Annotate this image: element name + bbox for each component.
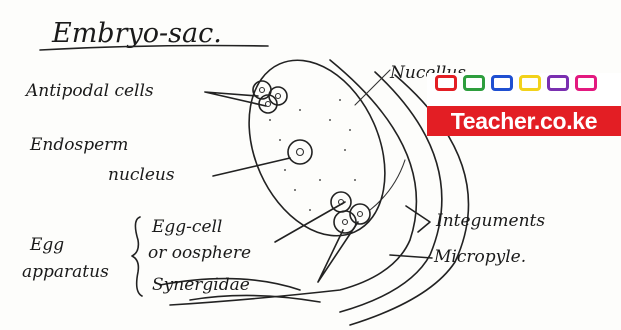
endosperm-nucleus bbox=[288, 140, 312, 164]
label-egg-cell-line2: or oosphere bbox=[148, 243, 251, 263]
label-micropyle: Micropyle. bbox=[433, 247, 526, 267]
logo-square bbox=[463, 75, 485, 91]
logo-square bbox=[435, 75, 457, 91]
antipodal-leader bbox=[205, 92, 266, 106]
logo-square bbox=[491, 75, 513, 91]
logo-square bbox=[575, 75, 597, 91]
logo-square bbox=[519, 75, 541, 91]
integuments-leader bbox=[406, 206, 430, 232]
embryo-sac-wall bbox=[223, 39, 411, 258]
cytoplasm-dots bbox=[269, 99, 356, 211]
label-antipodal-cells: Antipodal cells bbox=[24, 81, 154, 101]
teacher-co-ke-logo: Teacher.co.ke bbox=[427, 73, 621, 136]
endosperm-leader bbox=[213, 158, 290, 176]
nucellus-boundary bbox=[170, 60, 416, 305]
micropyle-leader bbox=[390, 255, 432, 258]
label-endosperm-line2: nucleus bbox=[108, 165, 175, 185]
label-egg-apparatus-line2: apparatus bbox=[22, 262, 109, 282]
label-egg-apparatus-line1: Egg bbox=[29, 235, 64, 255]
egg-apparatus-brace bbox=[132, 217, 142, 296]
label-egg-cell-line1: Egg-cell bbox=[151, 217, 222, 237]
label-integuments: Integuments bbox=[435, 211, 545, 231]
logo-square bbox=[547, 75, 569, 91]
logo-text: Teacher.co.ke bbox=[427, 106, 621, 136]
label-synergidae: Synergidae bbox=[152, 275, 250, 295]
diagram-title: Embryo-sac. bbox=[51, 18, 222, 49]
logo-squares bbox=[435, 75, 597, 91]
label-endosperm-line1: Endosperm bbox=[29, 135, 128, 155]
